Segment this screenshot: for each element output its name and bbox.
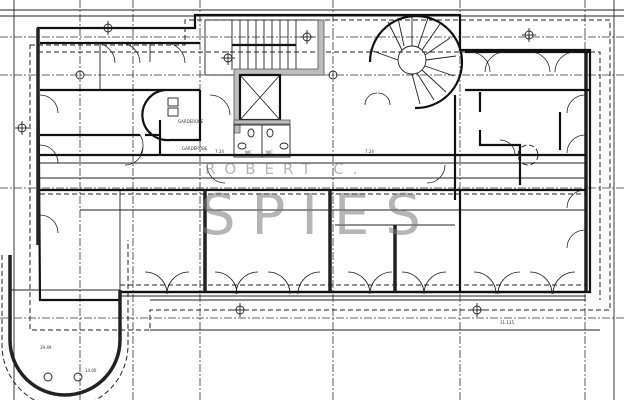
column-markers <box>15 21 536 382</box>
south-offices <box>119 190 586 292</box>
north-rooms <box>40 41 590 92</box>
corridor-dimension-1: 7.24 <box>365 149 374 154</box>
round-bay-dimension: 39.49 <box>40 345 52 350</box>
east-rooms <box>453 92 562 200</box>
dimension-labels: 7.24 7.24 31.135 <box>215 149 514 325</box>
doors <box>39 42 586 295</box>
spiral-stair <box>364 14 464 110</box>
round-bay-dimension-2: 14.00 <box>85 368 97 373</box>
bottom-dimension: 31.135 <box>500 320 514 325</box>
corridor-dimension-2: 7.24 <box>215 149 224 154</box>
straight-stair <box>204 19 325 134</box>
exterior-walls <box>36 13 600 331</box>
round-bay: 39.49 14.00 <box>1 240 129 400</box>
wc-left-label: WC <box>245 150 252 155</box>
wc-right-label: WC <box>266 150 273 155</box>
outer-dashed-perimeter <box>29 19 611 331</box>
wc-block: WC WC <box>233 124 291 158</box>
corridor <box>40 153 586 211</box>
garderobe-label-mid: GARDEROBE <box>182 146 208 151</box>
west-rooms: GARDEROBE GARDEROBE <box>40 88 208 155</box>
garderobe-label-top: GARDEROBE <box>178 119 204 124</box>
elevator-shaft <box>233 73 291 125</box>
